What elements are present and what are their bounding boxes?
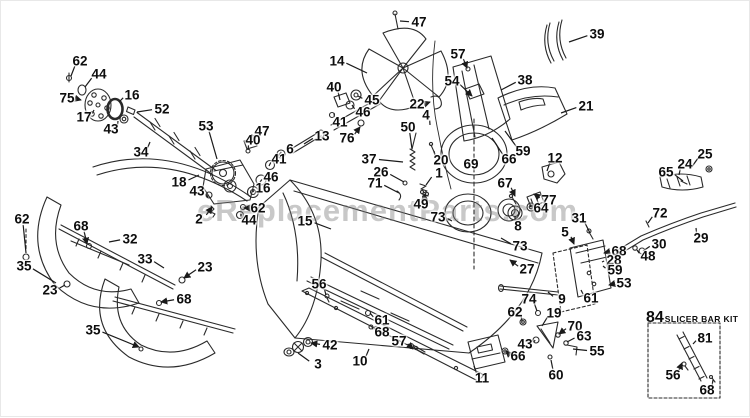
callout-3[interactable]: 3 [314, 357, 322, 371]
callout-54[interactable]: 54 [444, 74, 459, 88]
callout-66[interactable]: 66 [501, 152, 516, 166]
callout-47[interactable]: 47 [411, 15, 426, 29]
callout-5[interactable]: 5 [561, 225, 569, 239]
callout-72[interactable]: 72 [652, 206, 667, 220]
callout-44[interactable]: 44 [91, 67, 106, 81]
callout-63[interactable]: 63 [576, 329, 591, 343]
callout-14[interactable]: 14 [329, 54, 344, 68]
callout-1[interactable]: 1 [435, 166, 443, 180]
callout-53[interactable]: 53 [616, 276, 631, 290]
callout-48[interactable]: 48 [640, 249, 655, 263]
callout-35[interactable]: 35 [16, 259, 31, 273]
callout-46[interactable]: 46 [355, 105, 370, 119]
callout-68[interactable]: 68 [374, 325, 389, 339]
callout-18[interactable]: 18 [171, 175, 186, 189]
callout-15[interactable]: 15 [297, 214, 312, 228]
callout-68[interactable]: 68 [699, 383, 714, 397]
callout-62[interactable]: 62 [72, 54, 87, 68]
callout-40[interactable]: 40 [245, 133, 260, 147]
callout-16[interactable]: 16 [255, 181, 270, 195]
callout-50[interactable]: 50 [400, 120, 415, 134]
callout-11[interactable]: 11 [475, 371, 489, 385]
callout-41[interactable]: 41 [271, 152, 286, 166]
callout-74[interactable]: 74 [521, 292, 536, 306]
callout-73[interactable]: 73 [430, 210, 445, 224]
callout-33[interactable]: 33 [137, 252, 152, 266]
callout-43[interactable]: 43 [189, 184, 204, 198]
callout-32[interactable]: 32 [122, 232, 137, 246]
callout-13[interactable]: 13 [314, 129, 329, 143]
callout-43[interactable]: 43 [103, 122, 118, 136]
callout-67[interactable]: 67 [497, 176, 512, 190]
callout-69[interactable]: 69 [463, 157, 478, 171]
callout-10[interactable]: 10 [352, 354, 367, 368]
callout-40[interactable]: 40 [326, 80, 341, 94]
callout-62[interactable]: 62 [14, 212, 29, 226]
callout-65[interactable]: 65 [658, 165, 673, 179]
callout-24[interactable]: 24 [677, 157, 692, 171]
callout-16[interactable]: 16 [124, 88, 139, 102]
callout-56[interactable]: 56 [665, 368, 680, 382]
callout-17[interactable]: 17 [76, 110, 91, 124]
callout-41[interactable]: 41 [332, 115, 347, 129]
callout-23[interactable]: 23 [42, 283, 57, 297]
callout-55[interactable]: 55 [589, 344, 604, 358]
callout-29[interactable]: 29 [693, 231, 708, 245]
callout-12[interactable]: 12 [547, 151, 562, 165]
callout-68[interactable]: 68 [176, 292, 191, 306]
callout-75[interactable]: 75 [59, 91, 74, 105]
callout-60[interactable]: 60 [548, 368, 563, 382]
callout-35[interactable]: 35 [85, 323, 100, 337]
callout-57[interactable]: 57 [450, 47, 465, 61]
callout-8[interactable]: 8 [514, 219, 522, 233]
callout-53[interactable]: 53 [198, 119, 213, 133]
callout-56[interactable]: 56 [311, 277, 326, 291]
callout-57[interactable]: 57 [391, 334, 406, 348]
callout-81[interactable]: 81 [697, 331, 712, 345]
callout-19[interactable]: 19 [546, 306, 561, 320]
callout-64[interactable]: 64 [533, 201, 548, 215]
callout-76[interactable]: 76 [339, 131, 354, 145]
callout-4[interactable]: 4 [422, 108, 430, 122]
callout-34[interactable]: 34 [133, 145, 148, 159]
callout-49[interactable]: 49 [413, 197, 428, 211]
callout-66[interactable]: 66 [510, 349, 525, 363]
callout-27[interactable]: 27 [519, 262, 534, 276]
callout-59[interactable]: 59 [515, 144, 530, 158]
callout-9[interactable]: 9 [558, 292, 566, 306]
callout-21[interactable]: 21 [578, 99, 593, 113]
callout-23[interactable]: 23 [197, 260, 212, 274]
callout-52[interactable]: 52 [154, 102, 169, 116]
callout-44[interactable]: 44 [241, 213, 256, 227]
callout-31[interactable]: 31 [571, 211, 586, 225]
callout-61[interactable]: 61 [583, 291, 598, 305]
callout-39[interactable]: 39 [589, 27, 604, 41]
callout-25[interactable]: 25 [697, 147, 712, 161]
callout-42[interactable]: 42 [322, 338, 337, 352]
callout-2[interactable]: 2 [195, 212, 203, 226]
callout-71[interactable]: 71 [367, 176, 382, 190]
callout-6[interactable]: 6 [286, 142, 294, 156]
callout-38[interactable]: 38 [517, 73, 532, 87]
callout-68[interactable]: 68 [73, 219, 88, 233]
callout-62[interactable]: 62 [507, 305, 522, 319]
callout-73[interactable]: 73 [512, 239, 527, 253]
